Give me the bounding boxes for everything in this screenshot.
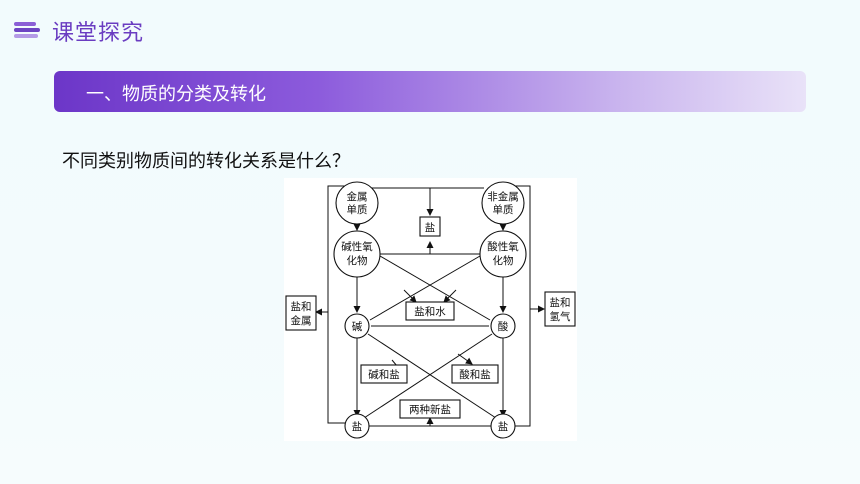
box-salt-metal (285, 295, 317, 331)
node-salt-right (490, 413, 516, 439)
node-acid (490, 313, 516, 339)
box-base-salt (360, 364, 408, 384)
arrow-to-salt-water-left (403, 289, 417, 303)
page-title: 课堂探究 (52, 21, 145, 46)
label-acidic-oxide-1: 酸性氧 (487, 240, 519, 253)
box-salt-water (405, 301, 455, 321)
label-salt-hydrogen-1: 盐和 (550, 296, 571, 309)
node-basic-oxide (333, 230, 381, 278)
box-acid-salt (451, 364, 499, 384)
label-acid-salt: 酸和盐 (459, 368, 491, 381)
connector-left-loop (327, 185, 357, 424)
node-salt-left (344, 413, 370, 439)
cross-basic-oxide-to-acid (379, 255, 491, 321)
arrow-to-acid-salt (457, 353, 473, 365)
label-salt-left: 盐 (352, 420, 363, 433)
label-metal-1: 金属 (347, 190, 368, 203)
section-title: 一、物质的分类及转化 (86, 84, 266, 105)
label-salt-right: 盐 (498, 420, 509, 433)
node-acidic-oxide (479, 230, 527, 278)
label-base: 碱 (352, 321, 363, 333)
box-salt-top (419, 216, 441, 237)
box-two-salts (399, 399, 461, 419)
connector-right-loop (506, 185, 531, 427)
section-banner: 一、物质的分类及转化 (54, 71, 806, 112)
arrow-to-salt-water-right (443, 289, 457, 303)
label-basic-oxide-2: 化物 (347, 254, 368, 267)
node-base (344, 313, 370, 339)
diagram-boxes (285, 216, 576, 419)
diagram-nodes (333, 181, 527, 439)
cross-acid-to-left-salt (363, 333, 493, 419)
label-salt-metal-1: 盐和 (291, 300, 312, 313)
diagram-connectors (315, 185, 545, 427)
label-metal-2: 单质 (347, 204, 368, 216)
label-nonmetal-2: 单质 (493, 204, 514, 216)
cross-base-to-right-salt (367, 333, 497, 419)
label-basic-oxide-1: 碱性氧 (341, 240, 373, 253)
arrow-oxides-to-salt-top (380, 241, 434, 255)
label-base-salt: 碱和盐 (368, 368, 400, 381)
label-salt-hydrogen-2: 氢气 (550, 310, 571, 323)
label-two-salts: 两种新盐 (409, 403, 451, 416)
label-salt-top: 盐 (425, 221, 436, 234)
diagram-svg: 金属 单质 非金属 单质 碱性氧 化物 酸性氧 化物 碱 酸 盐 盐 盐 盐和水… (285, 181, 576, 439)
label-salt-metal-2: 金属 (291, 314, 312, 327)
cross-acidic-oxide-to-base (369, 255, 481, 321)
box-salt-hydrogen (544, 291, 576, 327)
node-metal (335, 181, 379, 225)
label-acid: 酸 (498, 320, 509, 333)
conversion-diagram: 金属 单质 非金属 单质 碱性氧 化物 酸性氧 化物 碱 酸 盐 盐 盐 盐和水… (284, 178, 577, 441)
node-nonmetal (481, 181, 525, 225)
label-nonmetal-1: 非金属 (487, 190, 519, 203)
label-salt-water: 盐和水 (414, 305, 446, 318)
label-acidic-oxide-2: 化物 (493, 254, 514, 267)
question-text: 不同类别物质间的转化关系是什么？ (62, 151, 350, 172)
stacked-books-icon (14, 22, 40, 40)
